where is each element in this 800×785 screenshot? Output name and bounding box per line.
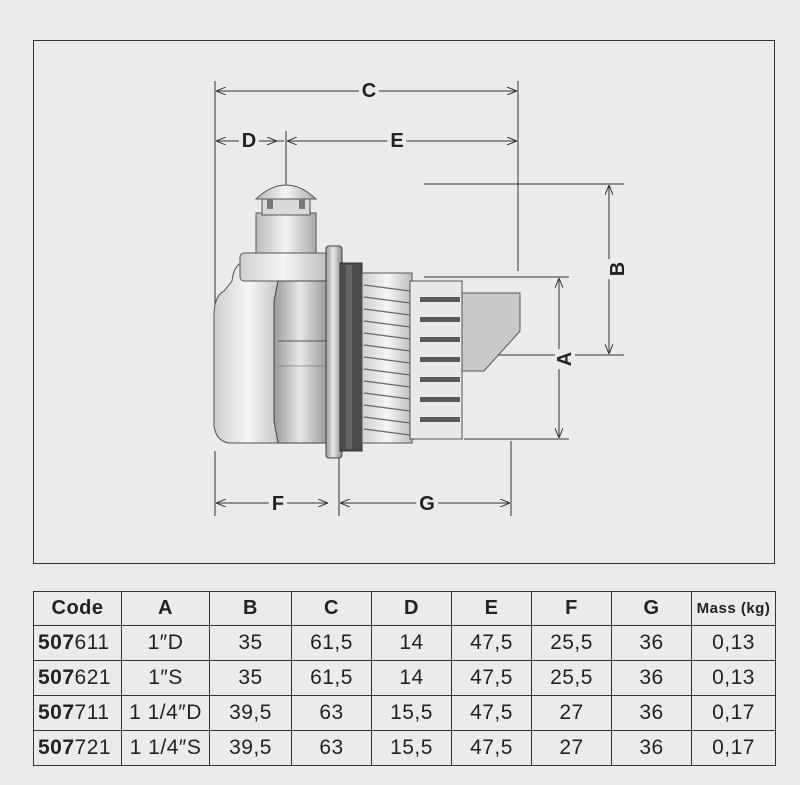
column-header-e: E xyxy=(451,591,532,626)
code-prefix: 507 xyxy=(38,666,75,689)
column-header-mass: Mass (kg) xyxy=(691,591,776,626)
cell-a: 1 1/4″S xyxy=(121,730,210,766)
cell-a: 1″D xyxy=(121,625,210,661)
cell-d: 14 xyxy=(371,660,452,696)
cell-d: 15,5 xyxy=(371,695,452,731)
cell-e: 47,5 xyxy=(451,625,532,661)
cell-c: 61,5 xyxy=(291,660,372,696)
cell-d: 14 xyxy=(371,625,452,661)
dimension-label-d: D xyxy=(238,131,260,151)
code-suffix: 711 xyxy=(74,701,110,724)
cell-mass: 0,17 xyxy=(691,695,776,731)
cell-f: 25,5 xyxy=(531,625,612,661)
column-header-g: G xyxy=(611,591,692,626)
cell-a: 1″S xyxy=(121,660,210,696)
cell-code: 507721 xyxy=(33,730,122,766)
column-header-f: F xyxy=(531,591,612,626)
code-prefix: 507 xyxy=(38,631,75,654)
table-row: 507621 1″S 35 61,5 14 47,5 25,5 36 0,13 xyxy=(33,660,776,696)
dimension-label-a: A xyxy=(554,348,576,370)
cell-c: 63 xyxy=(291,730,372,766)
table-header-row: Code A B C D E F G Mass (kg) xyxy=(33,591,776,626)
column-header-c: C xyxy=(291,591,372,626)
cell-e: 47,5 xyxy=(451,695,532,731)
cell-a: 1 1/4″D xyxy=(121,695,210,731)
dimension-label-e: E xyxy=(387,131,407,151)
column-header-a: A xyxy=(121,591,210,626)
column-header-b: B xyxy=(209,591,292,626)
cell-mass: 0,17 xyxy=(691,730,776,766)
cell-code: 507621 xyxy=(33,660,122,696)
cell-g: 36 xyxy=(611,625,692,661)
cell-mass: 0,13 xyxy=(691,625,776,661)
cell-f: 27 xyxy=(531,730,612,766)
cell-f: 25,5 xyxy=(531,660,612,696)
cell-g: 36 xyxy=(611,660,692,696)
column-header-d: D xyxy=(371,591,452,626)
code-suffix: 721 xyxy=(74,736,112,759)
cell-g: 36 xyxy=(611,695,692,731)
cell-mass: 0,13 xyxy=(691,660,776,696)
cell-f: 27 xyxy=(531,695,612,731)
code-suffix: 621 xyxy=(74,666,112,689)
table-row: 507611 1″D 35 61,5 14 47,5 25,5 36 0,13 xyxy=(33,625,776,661)
cell-g: 36 xyxy=(611,730,692,766)
cell-b: 35 xyxy=(209,625,292,661)
technical-drawing-frame: C D E B A F G xyxy=(33,40,775,564)
cell-b: 39,5 xyxy=(209,695,292,731)
cell-code: 507611 xyxy=(33,625,122,661)
dimension-label-g: G xyxy=(416,494,438,514)
dimension-label-b: B xyxy=(607,258,629,280)
valve-body xyxy=(213,184,521,459)
code-prefix: 507 xyxy=(38,701,75,724)
dimensions-table: Code A B C D E F G Mass (kg) 507611 1″D … xyxy=(33,591,776,766)
dimension-label-c: C xyxy=(358,81,380,101)
cell-d: 15,5 xyxy=(371,730,452,766)
column-header-code: Code xyxy=(33,591,122,626)
dimension-label-f: F xyxy=(268,494,288,514)
cell-code: 507711 xyxy=(33,695,122,731)
table-row: 507721 1 1/4″S 39,5 63 15,5 47,5 27 36 0… xyxy=(33,730,776,766)
code-prefix: 507 xyxy=(38,736,75,759)
cell-e: 47,5 xyxy=(451,730,532,766)
cell-b: 35 xyxy=(209,660,292,696)
code-suffix: 611 xyxy=(74,631,110,654)
cell-e: 47,5 xyxy=(451,660,532,696)
valve-drawing xyxy=(213,81,624,516)
table-row: 507711 1 1/4″D 39,5 63 15,5 47,5 27 36 0… xyxy=(33,695,776,731)
cell-c: 61,5 xyxy=(291,625,372,661)
cell-c: 63 xyxy=(291,695,372,731)
cell-b: 39,5 xyxy=(209,730,292,766)
